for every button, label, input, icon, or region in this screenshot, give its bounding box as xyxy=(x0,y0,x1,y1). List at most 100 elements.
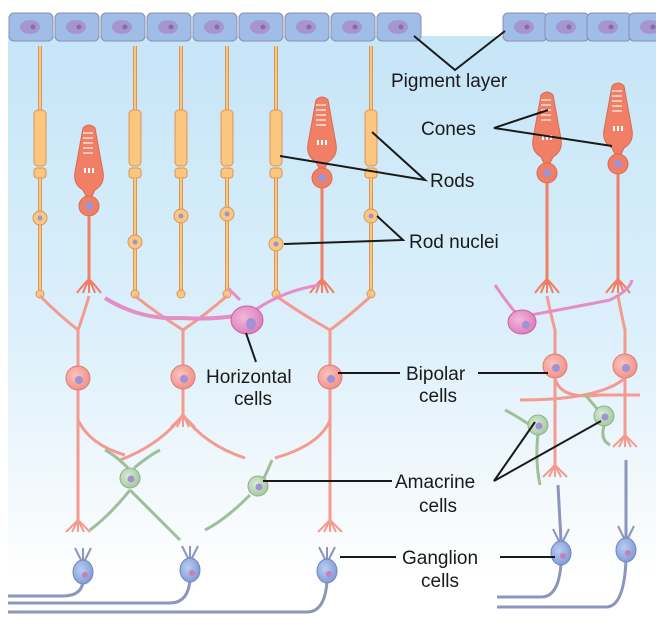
amacrine-process xyxy=(89,489,132,532)
amacrine-nucleus xyxy=(255,483,263,491)
bipolar-dendrite xyxy=(545,295,557,356)
pigment-nucleus xyxy=(342,20,362,34)
amacrine-process xyxy=(128,488,182,542)
bipolar-cells-group xyxy=(38,294,640,533)
amacrine-cell xyxy=(89,448,182,542)
cones-leader xyxy=(493,109,613,147)
pigment-cell xyxy=(586,12,632,42)
rod-inner-segment xyxy=(128,167,142,179)
pigment-nucleolus xyxy=(398,24,404,30)
pigment-nucleolus xyxy=(524,24,530,30)
horizontal-nucleus xyxy=(522,321,530,329)
label-rod-nuclei: Rod nuclei xyxy=(409,232,499,253)
cone-outer-segment xyxy=(74,124,104,197)
pigment-cell xyxy=(238,12,284,42)
bipolar-nucleus xyxy=(622,364,630,372)
label-amacrine-cells-1: Amacrine xyxy=(395,472,475,493)
rod-cell xyxy=(32,46,48,299)
amacrine-process xyxy=(535,433,542,486)
ganglion-cell xyxy=(8,545,201,605)
pigment-nucleolus xyxy=(122,24,128,30)
leader-lines xyxy=(245,30,613,558)
cone-mitochondria xyxy=(317,140,319,145)
rod-inner-segment xyxy=(33,167,47,179)
pigment-cell xyxy=(100,12,146,42)
rod-inner-segment xyxy=(220,167,234,179)
ganglion-cell xyxy=(497,528,572,599)
label-bipolar-cells-2: cells xyxy=(419,386,457,407)
cone-outer-segment xyxy=(532,91,562,164)
rod-spherule xyxy=(176,289,186,299)
rod-nucleus-core xyxy=(368,213,374,219)
amacrine-nucleus xyxy=(601,413,609,421)
rods-leader xyxy=(279,131,429,182)
pigment-cell xyxy=(54,12,100,42)
cone-nucleus xyxy=(85,202,93,210)
ganglion-nucleus xyxy=(326,571,332,577)
bipolar-cell xyxy=(612,295,638,448)
pigment-cell xyxy=(544,12,590,42)
bipolar-dendrite xyxy=(181,294,228,367)
cone-cell xyxy=(532,91,562,294)
pigment-nucleolus xyxy=(214,24,220,30)
amacrine-process xyxy=(104,448,130,470)
pigment-nucleus xyxy=(388,20,408,34)
bipolar-nucleus xyxy=(327,375,335,383)
horizontal-process xyxy=(493,284,517,313)
amacrine-cell xyxy=(504,408,549,486)
cone-cell xyxy=(603,82,633,294)
label-horizontal-cells-2: cells xyxy=(234,389,272,410)
bipolar-cell xyxy=(542,295,568,478)
bipolar-terminal-branch xyxy=(554,464,568,478)
pigment-nucleolus xyxy=(352,24,358,30)
rods-group xyxy=(32,46,379,299)
ganglion-cells-group xyxy=(8,460,637,614)
horizontal-process xyxy=(226,286,242,302)
bipolar-nucleus xyxy=(180,375,188,383)
retina-background xyxy=(8,36,656,576)
label-pigment-layer: Pigment layer xyxy=(391,71,508,92)
rod-nucleus-core xyxy=(37,215,43,221)
cone-mitochondria xyxy=(613,126,615,131)
bipolar-nucleus xyxy=(552,364,560,372)
rod-outer-segment xyxy=(33,109,47,167)
horizontal-cell-body xyxy=(230,305,264,335)
rod-nucleus-core xyxy=(273,241,279,247)
cones-group xyxy=(74,82,633,294)
ganglion-nucleus xyxy=(189,570,195,576)
ganglion-axon xyxy=(8,579,192,605)
rod-nucleus-core xyxy=(178,213,184,219)
pigment-nucleolus xyxy=(566,24,572,30)
amacrine-process xyxy=(133,448,161,470)
cone-mitochondria xyxy=(325,140,327,145)
pigment-nucleolus xyxy=(306,24,312,30)
cone-pedicle-branch xyxy=(88,278,102,294)
cone-mitochondria xyxy=(621,126,623,131)
horizontal-leader xyxy=(245,332,257,363)
horizontal-process xyxy=(524,279,634,318)
rod-cell xyxy=(363,46,379,299)
amacrine-process xyxy=(601,425,611,447)
bipolar-axon-branch xyxy=(181,414,246,460)
ganglion-nucleus xyxy=(625,550,631,556)
label-bipolar-cells-1: Bipolar xyxy=(406,364,466,385)
pigment-cell xyxy=(146,12,192,42)
pigment-cell xyxy=(376,12,422,42)
rod-cell xyxy=(219,46,235,299)
bipolar-dendrite xyxy=(616,295,627,356)
rod-outer-segment xyxy=(174,109,188,167)
bipolar-axon-branch xyxy=(274,419,332,460)
ganglion-nucleus xyxy=(82,572,88,578)
rod-outer-segment xyxy=(364,109,378,167)
rod-outer-segment xyxy=(128,109,142,167)
cone-mitochondria xyxy=(88,168,90,173)
horizontal-cell xyxy=(103,283,321,335)
amacrine-nucleus xyxy=(127,475,135,483)
label-rods: Rods xyxy=(430,171,474,192)
cone-cell xyxy=(74,124,104,294)
ganglion-axon xyxy=(497,559,628,609)
bipolar-cell xyxy=(275,294,373,533)
pigment-nucleus xyxy=(204,20,224,34)
pigment-cell xyxy=(628,12,656,42)
ganglion-dendrite-stalk xyxy=(556,484,563,542)
